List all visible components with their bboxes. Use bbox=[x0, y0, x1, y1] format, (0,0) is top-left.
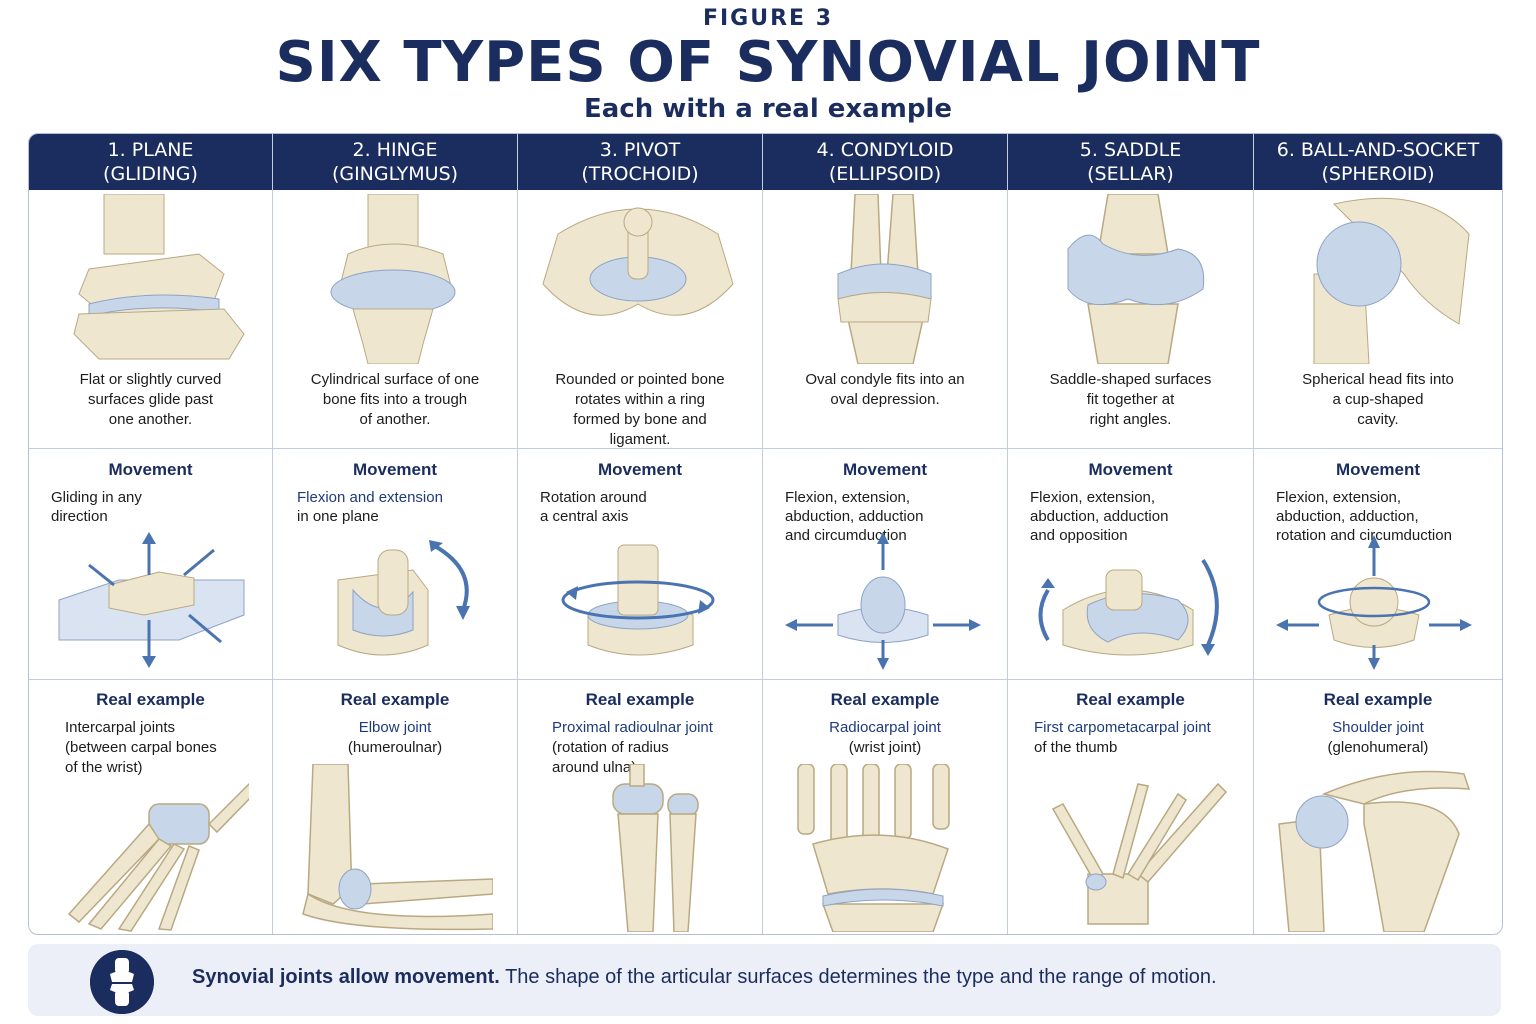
column-header: 6. BALL-AND-SOCKET (SPHEROID) bbox=[1254, 134, 1502, 190]
column-hinge: 2. HINGE (GINGLYMUS) Cylindrical surface… bbox=[273, 134, 518, 934]
column-header: 2. HINGE (GINGLYMUS) bbox=[273, 134, 517, 190]
joint-name: 6. BALL-AND-SOCKET bbox=[1276, 139, 1480, 161]
movement-heading: Movement bbox=[842, 460, 928, 479]
example-text: Elbow joint (humeroulnar) bbox=[347, 719, 443, 756]
movement-text: Rotation around a central axis bbox=[540, 489, 647, 525]
condyloid-movement-icon bbox=[785, 532, 981, 670]
example-heading: Real example bbox=[96, 690, 205, 709]
joint-name: 5. SADDLE bbox=[1079, 139, 1182, 161]
joint-alt-name: (ELLIPSOID) bbox=[828, 163, 942, 185]
joint-alt-name: (GINGLYMUS) bbox=[331, 163, 459, 185]
joint-description: Flat or slightly curved surfaces glide p… bbox=[79, 371, 222, 428]
condyloid-joint-illustration bbox=[837, 194, 932, 364]
joint-alt-name: (TROCHOID) bbox=[581, 163, 699, 185]
joint-description: Rounded or pointed bone rotates within a… bbox=[555, 371, 725, 448]
example-text: Shoulder joint (glenohumeral) bbox=[1327, 719, 1429, 756]
figure-label: FIGURE 3 bbox=[702, 6, 834, 31]
joint-name: 4. CONDYLOID bbox=[816, 139, 954, 161]
footer-note: Synovial joints allow movement. The shap… bbox=[28, 944, 1501, 1016]
example-heading: Real example bbox=[340, 690, 450, 709]
joint-description: Spherical head fits into a cup-shaped ca… bbox=[1302, 371, 1454, 428]
column-header: 1. PLANE (GLIDING) bbox=[29, 134, 272, 190]
column-ball-and-socket: 6. BALL-AND-SOCKET (SPHEROID) Spherical … bbox=[1254, 134, 1502, 934]
movement-heading: Movement bbox=[108, 460, 193, 479]
footer-bold: Synovial joints allow movement. bbox=[192, 966, 500, 988]
movement-text: Flexion, extension, abduction, adduction… bbox=[785, 489, 924, 544]
elbow-bones-illustration bbox=[302, 764, 493, 931]
example-text: Radiocarpal joint (wrist joint) bbox=[829, 719, 941, 756]
example-heading: Real example bbox=[1323, 690, 1433, 709]
footer-body: The shape of the articular surfaces dete… bbox=[505, 966, 1217, 988]
joint-alt-name: (GLIDING) bbox=[103, 163, 198, 185]
page-subtitle: Each with a real example bbox=[584, 94, 952, 124]
joint-name: 2. HINGE bbox=[352, 139, 438, 161]
movement-heading: Movement bbox=[1335, 460, 1421, 479]
movement-text: Flexion and extension in one plane bbox=[297, 489, 443, 525]
hinge-joint-illustration bbox=[330, 194, 456, 364]
joint-description: Oval condyle fits into an oval depressio… bbox=[805, 371, 965, 408]
column-plane: 1. PLANE (GLIDING) Flat or slightly curv… bbox=[29, 134, 273, 934]
movement-heading: Movement bbox=[352, 460, 438, 479]
joint-alt-name: (SELLAR) bbox=[1087, 163, 1174, 185]
column-saddle: 5. SADDLE (SELLAR) Saddle-shaped surface… bbox=[1008, 134, 1254, 934]
wrist-bones-illustration bbox=[797, 764, 950, 932]
example-text: First carpometacarpal joint of the thumb bbox=[1034, 719, 1211, 756]
hinge-movement-icon bbox=[337, 540, 470, 656]
ball-socket-movement-icon bbox=[1276, 535, 1472, 670]
saddle-joint-illustration bbox=[1067, 194, 1205, 364]
movement-heading: Movement bbox=[1088, 460, 1173, 479]
column-pivot: 3. PIVOT (TROCHOID) Rounded or pointed b… bbox=[518, 134, 763, 934]
joint-description: Saddle-shaped surfaces fit together at r… bbox=[1049, 371, 1212, 428]
joint-table: 1. PLANE (GLIDING) Flat or slightly curv… bbox=[28, 133, 1503, 935]
joint-alt-name: (SPHEROID) bbox=[1321, 163, 1435, 185]
column-header: 4. CONDYLOID (ELLIPSOID) bbox=[763, 134, 1007, 190]
example-heading: Real example bbox=[830, 690, 940, 709]
example-text: Intercarpal joints (between carpal bones… bbox=[65, 719, 217, 776]
pivot-movement-icon bbox=[561, 544, 715, 656]
ball-socket-joint-illustration bbox=[1313, 197, 1470, 364]
pivot-joint-illustration bbox=[542, 207, 734, 316]
example-heading: Real example bbox=[585, 690, 695, 709]
movement-text: Flexion, extension, abduction, adduction… bbox=[1030, 489, 1169, 544]
movement-text: Gliding in any direction bbox=[51, 489, 142, 525]
column-header: 3. PIVOT (TROCHOID) bbox=[518, 134, 762, 190]
radioulnar-bones-illustration bbox=[612, 764, 699, 932]
footer-text: Synovial joints allow movement. The shap… bbox=[192, 966, 1217, 989]
hand-bones-illustration bbox=[67, 782, 249, 932]
knee-joint-icon bbox=[90, 950, 154, 1014]
plane-joint-illustration bbox=[73, 194, 245, 360]
example-text: Proximal radioulnar joint (rotation of r… bbox=[552, 719, 713, 776]
column-condyloid: 4. CONDYLOID (ELLIPSOID) Oval condyle fi… bbox=[763, 134, 1008, 934]
joint-name: 3. PIVOT bbox=[599, 139, 681, 161]
shoulder-bones-illustration bbox=[1278, 770, 1471, 932]
column-header: 5. SADDLE (SELLAR) bbox=[1008, 134, 1253, 190]
thumb-bones-illustration bbox=[1051, 782, 1228, 925]
movement-text: Flexion, extension, abduction, adduction… bbox=[1276, 489, 1452, 544]
joint-description: Cylindrical surface of one bone fits int… bbox=[310, 371, 480, 428]
page-title: SIX TYPES OF SYNOVIAL JOINT bbox=[275, 30, 1261, 95]
movement-heading: Movement bbox=[597, 460, 683, 479]
joint-name: 1. PLANE bbox=[107, 139, 194, 161]
gliding-movement-icon bbox=[58, 532, 245, 668]
saddle-movement-icon bbox=[1038, 558, 1219, 656]
example-heading: Real example bbox=[1076, 690, 1185, 709]
